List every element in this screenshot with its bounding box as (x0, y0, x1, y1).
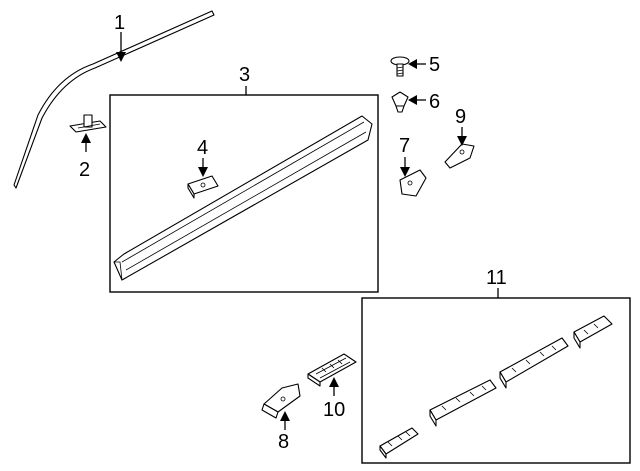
callout-4: 4 (197, 137, 208, 159)
callout-1: 1 (114, 12, 125, 34)
arrow-2 (81, 133, 91, 143)
part-10-retainer[interactable] (307, 353, 357, 387)
part-6-push-fastener[interactable] (391, 91, 409, 113)
arrow-8 (280, 411, 290, 421)
part-11-clip-set[interactable] (379, 315, 613, 459)
callout-9: 9 (455, 106, 466, 128)
part-1-roof-molding[interactable] (13, 10, 215, 189)
callout-8: 8 (278, 431, 289, 453)
part-4-bracket[interactable] (187, 175, 219, 199)
part-3-rocker-molding[interactable] (113, 115, 373, 281)
callout-11: 11 (486, 267, 507, 289)
arrow-10 (329, 377, 339, 387)
part-11-clip-a[interactable] (379, 427, 419, 459)
part-9-bracket[interactable] (444, 143, 475, 169)
part-11-clip-c[interactable] (499, 337, 569, 389)
arrow-9 (457, 136, 467, 146)
arrow-6 (408, 95, 417, 105)
callout-2: 2 (79, 159, 90, 181)
arrow-5 (408, 59, 417, 69)
callout-3: 3 (239, 64, 250, 86)
arrow-1 (116, 52, 126, 62)
part-2-clip[interactable] (69, 114, 107, 133)
arrow-7 (400, 167, 410, 177)
part-11-clip-d[interactable] (573, 315, 613, 349)
callout-5: 5 (429, 54, 440, 76)
callout-10: 10 (323, 399, 345, 421)
callout-6: 6 (429, 91, 440, 113)
part-8-bracket[interactable] (261, 383, 301, 419)
part-11-frame (361, 297, 631, 464)
arrow-4 (198, 167, 208, 177)
callout-7: 7 (399, 135, 410, 157)
part-5-screw[interactable] (390, 56, 410, 77)
part-7-bracket[interactable] (399, 169, 427, 197)
part-11-clip-b[interactable] (429, 379, 497, 427)
part-3-frame (109, 94, 379, 293)
